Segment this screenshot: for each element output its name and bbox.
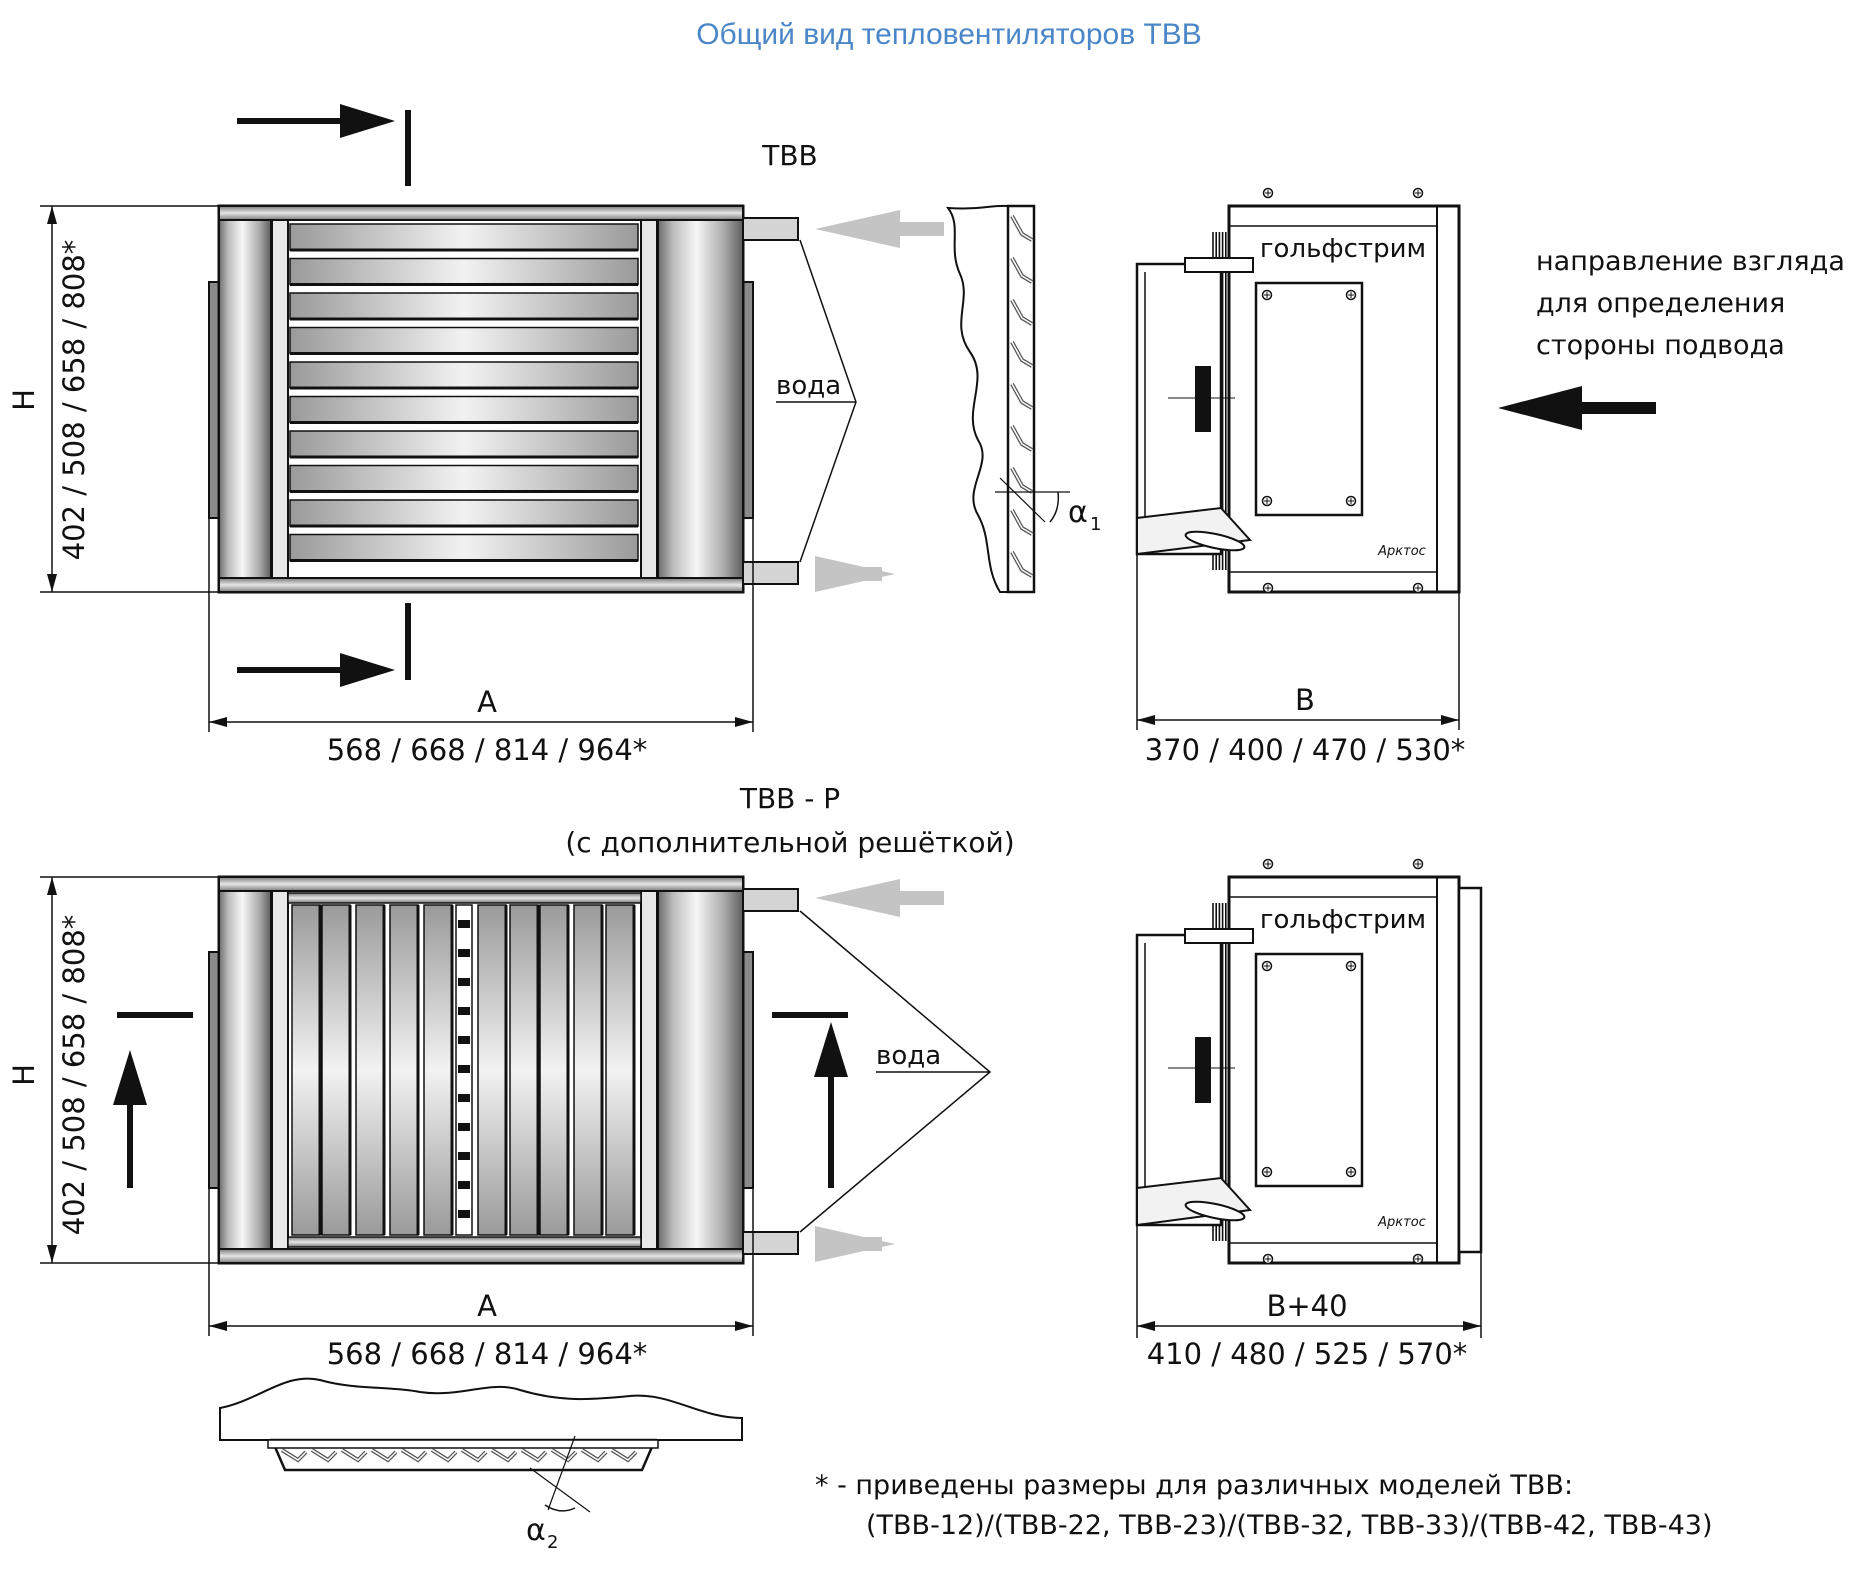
extra-grille-side: [1457, 886, 1483, 1254]
dim-B-values-bottom: 410 / 480 / 525 / 570*: [1147, 1337, 1468, 1371]
water-pipe-in: [742, 217, 799, 241]
water-label-top: вода: [776, 371, 841, 401]
right-collector: [657, 205, 744, 593]
water-label-bottom: вода: [876, 1041, 941, 1071]
section-arrow-right: [772, 1012, 848, 1188]
logo-top: Арктос: [1377, 544, 1426, 559]
bottom-side-view: гольфстрим Арктос B+40 410 / 480 / 525 /…: [1135, 858, 1483, 1371]
page-title: Общий вид тепловентиляторов ТВВ: [696, 18, 1202, 51]
dim-H-label-top: H: [7, 389, 41, 411]
alpha2-symbol: α: [526, 1513, 546, 1548]
water-in-arrow: [815, 210, 900, 248]
alpha1-subscript: 1: [1090, 514, 1101, 535]
alpha1-symbol: α: [1068, 495, 1088, 530]
bottom-front-view: вода H 402 / 508 / 658 / 808* A 568 / 66…: [7, 875, 992, 1371]
louvre-section-detail: α 1: [945, 204, 1101, 594]
dim-H-values-bottom: 402 / 508 / 658 / 808*: [57, 915, 91, 1236]
dim-H-values-top: 402 / 508 / 658 / 808*: [57, 240, 91, 561]
dim-A-values-top: 568 / 668 / 814 / 964*: [327, 733, 648, 767]
dim-B-values-top: 370 / 400 / 470 / 530*: [1145, 733, 1466, 767]
top-front-view: вода H 402 / 508 / 658 / 808* A 568 / 66…: [7, 104, 944, 767]
top-side-view: гольфстрим Арктос B 370 / 400 / 470 / 53…: [1135, 187, 1466, 767]
grille-section-detail: α 2: [219, 1377, 743, 1553]
section-arrow-left: [113, 1012, 193, 1188]
dim-B-label-top: B: [1295, 683, 1315, 717]
dim-A-label-bottom: A: [477, 1289, 497, 1323]
horizontal-louvres: [289, 223, 639, 562]
model-sublabel-tvv-r: (с дополнительной решёткой): [565, 826, 1014, 859]
logo-bottom: Арктос: [1377, 1215, 1426, 1230]
dim-A-values-bottom: 568 / 668 / 814 / 964*: [327, 1337, 648, 1371]
footnote-line-2: (ТВВ-12)/(ТВВ-22, ТВВ-23)/(ТВВ-32, ТВВ-3…: [866, 1510, 1713, 1541]
model-label-tvv-r: ТВВ - Р: [739, 782, 840, 815]
section-arrow-bottom: [237, 603, 411, 687]
dim-H-label-bottom: H: [7, 1064, 41, 1086]
footnote-line-1: * - приведены размеры для различных моде…: [815, 1470, 1573, 1501]
brand-label-bottom: гольфстрим: [1260, 905, 1426, 935]
dim-A-label-top: A: [477, 685, 497, 719]
section-arrow-top: [237, 104, 411, 186]
view-direction-line-3: стороны подвода: [1536, 330, 1785, 361]
dim-B-label-bottom: B+40: [1266, 1289, 1347, 1323]
water-pipe-out: [742, 561, 799, 585]
alpha2-subscript: 2: [547, 1532, 558, 1553]
left-collector: [218, 205, 272, 593]
model-label-tvv: ТВВ: [761, 139, 818, 172]
vertical-louvres: [291, 904, 636, 1236]
view-direction-line-2: для определения: [1536, 288, 1785, 319]
brand-label-top: гольфстрим: [1260, 234, 1426, 264]
view-direction-line-1: направление взгляда: [1536, 246, 1845, 277]
view-direction-arrow: [1498, 386, 1582, 430]
view-direction-note: направление взгляда для определения стор…: [1498, 246, 1845, 430]
